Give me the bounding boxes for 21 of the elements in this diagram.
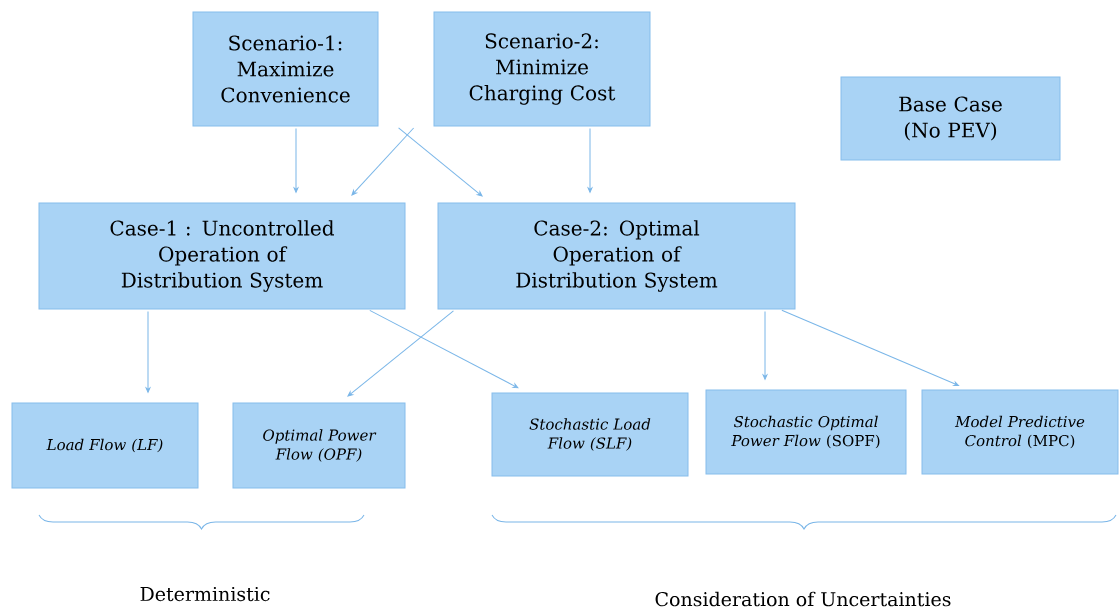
- method-box: Stochastic Load Flow (SLF): [491, 392, 689, 477]
- scenario-box: Scenario-2: Minimize Charging Cost: [433, 11, 651, 127]
- method-box: Stochastic Optimal Power Flow (SOPF): [705, 389, 907, 475]
- scenario-box: Scenario-1: Maximize Convenience: [192, 11, 379, 127]
- arrow: [293, 128, 299, 193]
- arrow: [587, 128, 593, 193]
- case-box: Case-2: Optimal Operation of Distribution System: [437, 202, 796, 310]
- scenario-box: Base Case (No PEV): [840, 76, 1061, 161]
- method-box: Optimal Power Flow (OPF): [232, 402, 406, 489]
- group-label: Deterministic: [140, 586, 270, 602]
- group-label: Consideration of Uncertainties: [655, 591, 951, 607]
- arrow: [347, 310, 454, 397]
- method-box: Load Flow (LF): [11, 402, 199, 489]
- arrow: [145, 311, 151, 393]
- arrow: [398, 127, 483, 197]
- method-box: Model Predictive Control (MPC): [921, 389, 1119, 475]
- arrow: [369, 309, 519, 389]
- arrow: [762, 311, 768, 380]
- case-box: Case-1 : Uncontrolled Operation of Distribution System: [38, 202, 406, 310]
- arrow: [351, 127, 415, 196]
- arrow: [781, 309, 960, 386]
